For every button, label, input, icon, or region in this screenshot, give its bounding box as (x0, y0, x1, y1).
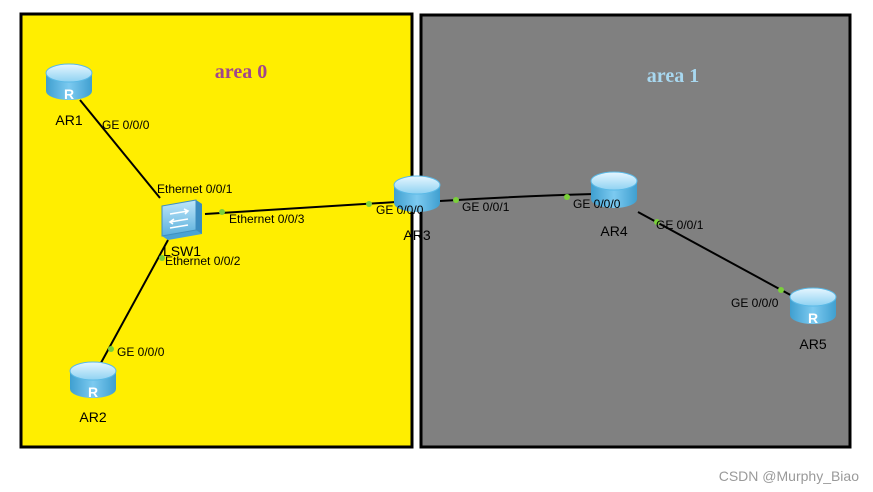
router-icon: R (69, 361, 117, 400)
router-icon: R (45, 63, 93, 102)
device-ar3[interactable] (393, 175, 441, 212)
port-label-ar2-ge000: GE 0/0/0 (117, 345, 165, 359)
svg-text:R: R (64, 86, 74, 102)
svg-text:R: R (808, 310, 818, 326)
device-label-lsw1: LSW1 (163, 243, 201, 259)
svg-text:R: R (88, 384, 98, 400)
device-label-ar2: AR2 (79, 409, 106, 425)
area-0-label: area 0 (215, 61, 267, 83)
link-ar4-ar5[interactable] (637, 211, 797, 299)
router-icon: R (789, 287, 837, 326)
port-dot (564, 194, 570, 200)
device-ar1[interactable]: R (45, 63, 93, 102)
port-dot (159, 255, 165, 261)
port-dot (778, 287, 784, 293)
links (79, 99, 797, 373)
port-label-lsw1-eth003: Ethernet 0/0/3 (229, 212, 305, 226)
port-dot (654, 219, 660, 225)
watermark-text: CSDN @Murphy_Biao (718, 468, 859, 484)
port-label-ar3-ge001: GE 0/0/1 (462, 200, 510, 214)
switch-icon (161, 199, 202, 240)
port-dot (366, 201, 372, 207)
port-dots (108, 194, 784, 352)
port-label-ar1-ge000: GE 0/0/0 (102, 118, 150, 132)
link-ar1-lsw1[interactable] (79, 99, 161, 199)
port-label-ar5-ge000: GE 0/0/0 (731, 296, 779, 310)
router-icon (393, 175, 441, 212)
device-label-ar1: AR1 (55, 112, 82, 128)
link-lsw1-ar3[interactable] (204, 201, 397, 215)
port-label-ar4-ge001: GE 0/0/1 (656, 218, 704, 232)
port-label-ar4-ge000: GE 0/0/0 (573, 197, 621, 211)
device-ar5[interactable]: R (789, 287, 837, 326)
port-dot (108, 346, 114, 352)
port-dot (219, 209, 225, 215)
port-dot (453, 197, 459, 203)
device-ar2[interactable]: R (69, 361, 117, 400)
device-label-ar3: AR3 (403, 227, 430, 243)
router-icon (590, 171, 638, 208)
device-ar4[interactable] (590, 171, 638, 208)
area-1-label: area 1 (647, 65, 699, 87)
link-ar2-lsw1[interactable] (95, 239, 169, 373)
port-label-ar3-ge000: GE 0/0/0 (376, 203, 424, 217)
port-label-lsw1-eth002: Ethernet 0/0/2 (165, 254, 241, 268)
area-1-region (419, 13, 852, 449)
port-label-lsw1-eth001: Ethernet 0/0/1 (157, 182, 233, 196)
device-lsw1[interactable] (161, 199, 202, 240)
device-label-ar5: AR5 (799, 336, 826, 352)
device-label-ar4: AR4 (600, 223, 627, 239)
